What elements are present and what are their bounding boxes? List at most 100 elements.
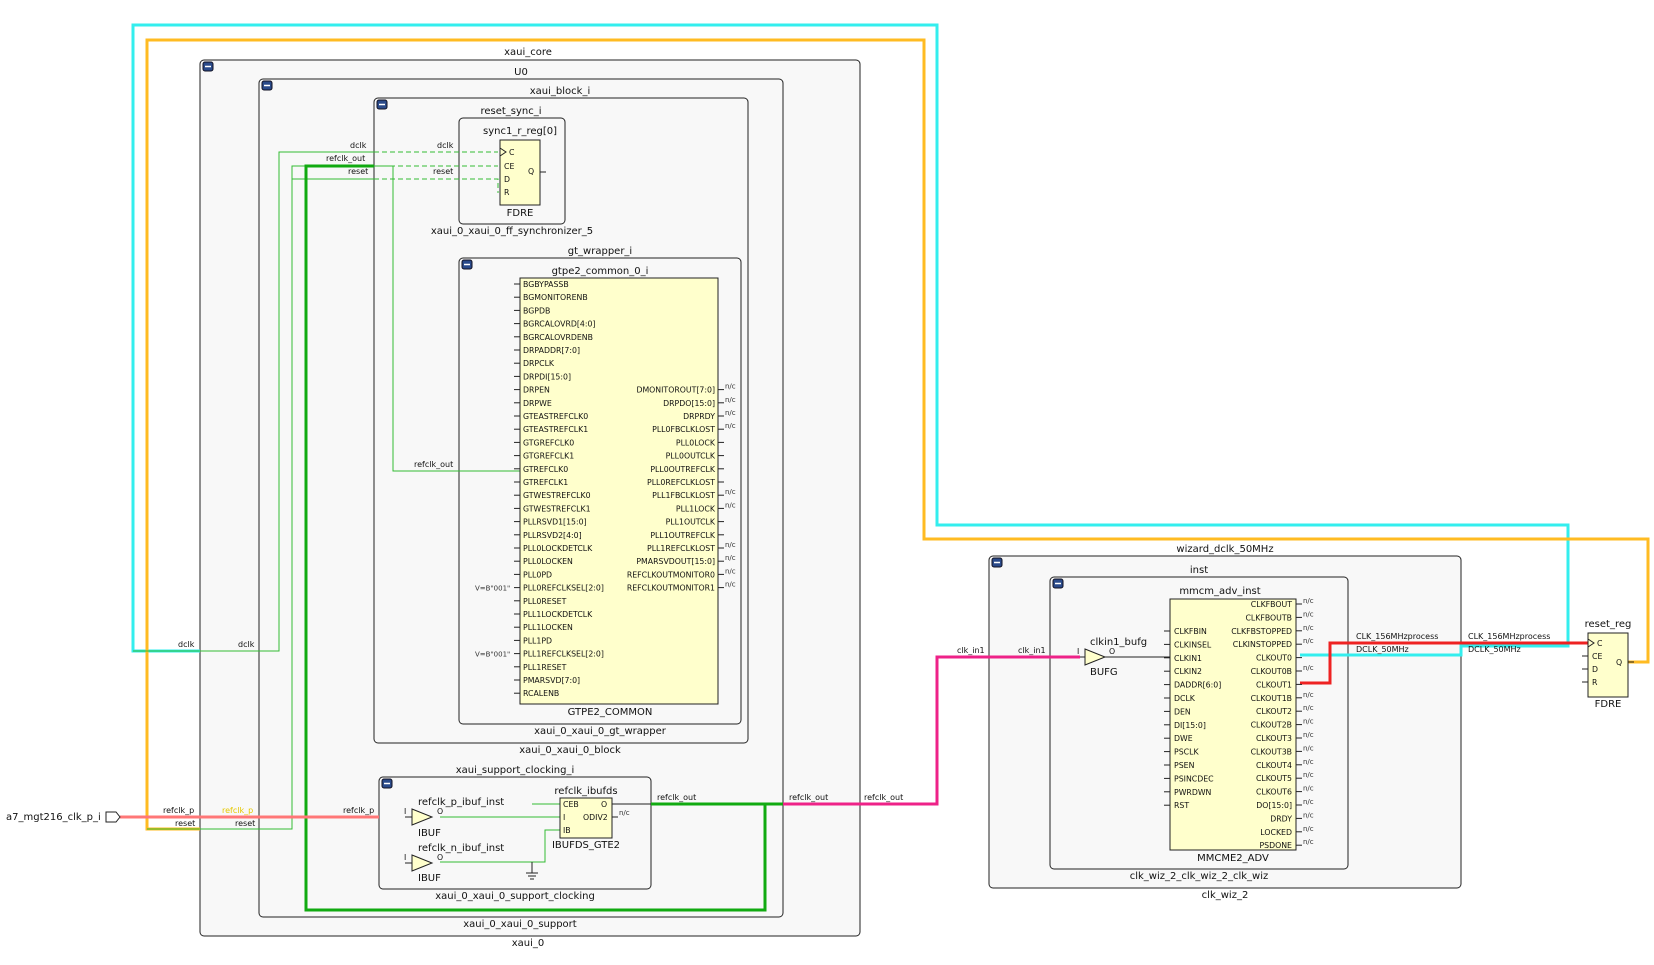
cell-mmcme2-adv[interactable]: mmcm_adv_inst MMCME2_ADV CLKFBINCLKINSEL… (1164, 586, 1314, 864)
net-label-dclk-3: dclk (178, 640, 195, 649)
port-a7-mgt216-clk[interactable]: a7_mgt216_clk_p_i (6, 811, 121, 823)
gtpe2-out-pll1outclk: PLL1OUTCLK (666, 518, 716, 527)
sync-reg-type: FDRE (507, 208, 534, 219)
mmcm-nc: n/c (1303, 771, 1314, 779)
mmcm-in-daddr60: DADDR[6:0] (1174, 681, 1221, 690)
mmcm-nc: n/c (1303, 624, 1314, 632)
net-label-clk156-2: CLK_156MHzprocess (1468, 632, 1550, 641)
gtpe2-out-drprdy: DRPRDY (683, 412, 715, 421)
net-label-dclk50-1: DCLK_50MHz (1356, 645, 1409, 654)
refclk-p-ibuf-type: IBUF (418, 828, 441, 839)
net-clk-in1[interactable] (783, 655, 1080, 806)
net-cyan-dclk[interactable] (131, 23, 1570, 657)
gtpe2-in-pll0locken: PLL0LOCKEN (523, 557, 573, 566)
net-dclk[interactable] (133, 151, 374, 652)
mmcm-out-clkout0b: CLKOUT0B (1251, 667, 1292, 676)
mmcm-nc: n/c (1303, 691, 1314, 699)
collapse-gt-wrapper-icon[interactable] (461, 259, 473, 270)
mmcm-in-dwe: DWE (1174, 734, 1193, 743)
gtpe2-in-gtrefclk0: GTREFCLK0 (523, 465, 568, 474)
mmcm-nc: n/c (1303, 758, 1314, 766)
net-reset[interactable] (147, 178, 374, 830)
gtpe2-in-gtwestrefclk0: GTWESTREFCLK0 (523, 491, 591, 500)
cell-refclk-p-ibuf[interactable]: refclk_p_ibuf_inst IBUF I O (404, 797, 504, 839)
ibufds-type: IBUFDS_GTE2 (552, 840, 620, 851)
mmcm-out-clkout2: CLKOUT2 (1256, 707, 1292, 716)
gtpe2-in-drpwe: DRPWE (523, 399, 552, 408)
gtpe2-type: GTPE2_COMMON (568, 707, 653, 718)
mmcm-in-dclk: DCLK (1174, 694, 1196, 703)
gtpe2-nc: n/c (725, 383, 736, 391)
mmcm-out-clkout6: CLKOUT6 (1256, 788, 1292, 797)
label-xaui-0: xaui_0 (512, 938, 545, 949)
mmcm-in-rst: RST (1174, 801, 1189, 810)
mmcm-nc: n/c (1303, 811, 1314, 819)
gtpe2-nc: n/c (725, 567, 736, 575)
bufg-type: BUFG (1090, 667, 1118, 678)
gtpe2-in-pll1locken: PLL1LOCKEN (523, 623, 573, 632)
mmcm-nc: n/c (1303, 664, 1314, 672)
gtpe2-in-gtgrefclk1: GTGREFCLK1 (523, 452, 574, 461)
gtpe2-nc: n/c (725, 541, 736, 549)
gtpe2-in-pll0pd: PLL0PD (523, 570, 552, 579)
net-ibufn-out[interactable] (440, 829, 560, 863)
gtpe2-in-bgmonitorenb: BGMONITORENB (523, 293, 588, 302)
gtpe2-in-drpclk: DRPCLK (523, 359, 555, 368)
net-label-refclk-p-2: refclk_p (222, 806, 253, 815)
mmcm-nc: n/c (1303, 704, 1314, 712)
gtpe2-out-drpdo150: DRPDO[15:0] (663, 399, 715, 408)
ibufds-pin-o: O (601, 800, 607, 809)
collapse-u0-icon[interactable] (202, 61, 214, 72)
sync-pin-c: C (509, 148, 515, 157)
gtpe2-out-pll1outrefclk: PLL1OUTREFCLK (650, 531, 716, 540)
mmcm-inst-name: mmcm_adv_inst (1179, 586, 1260, 597)
mmcm-nc: n/c (1303, 798, 1314, 806)
label-support: xaui_0_xaui_0_support (463, 919, 577, 930)
cell-sync-reg[interactable]: sync1_r_reg[0] FDRE C CE D R Q (483, 126, 557, 219)
collapse-reset-sync-icon[interactable] (376, 99, 388, 110)
net-label-refclk-p-1: refclk_p (163, 806, 194, 815)
gtpe2-in-pll1reset: PLL1RESET (523, 663, 567, 672)
gtpe2-out-pll0lock: PLL0LOCK (676, 438, 716, 447)
ibufds-nc: n/c (619, 809, 630, 817)
gtpe2-const-label: V=B"001" (475, 651, 510, 659)
mmcm-in-clkinsel: CLKINSEL (1174, 640, 1212, 649)
gtpe2-in-rcalenb: RCALENB (523, 689, 559, 698)
net-refclk-out-loop[interactable] (304, 164, 767, 912)
sync-pin-ce: CE (504, 162, 514, 171)
mmcm-out-drdy: DRDY (1270, 814, 1292, 823)
gtpe2-in-pll1pd: PLL1PD (523, 636, 552, 645)
label-xaui-block-i: xaui_block_i (530, 86, 590, 97)
mmcm-in-clkin1: CLKIN1 (1174, 654, 1202, 663)
refclk-n-ibuf-type: IBUF (418, 873, 441, 884)
gtpe2-in-pllrsvd1150: PLLRSVD1[15:0] (523, 518, 587, 527)
cell-clkin1-bufg[interactable]: clkin1_bufg BUFG I O (1077, 637, 1170, 678)
gtpe2-nc: n/c (725, 581, 736, 589)
cell-refclk-ibufds[interactable]: refclk_ibufds IBUFDS_GTE2 CEB I IB O ODI… (552, 786, 651, 851)
refclk-p-ibuf-name: refclk_p_ibuf_inst (418, 797, 504, 808)
gtpe2-in-pllrsvd240: PLLRSVD2[4:0] (523, 531, 582, 540)
ibuf-n-pin-i: I (404, 853, 406, 862)
gtpe2-nc: n/c (725, 488, 736, 496)
collapse-support-clocking-icon[interactable] (381, 778, 393, 789)
net-label-dclk-4: dclk (238, 640, 255, 649)
net-orange-reset[interactable] (145, 38, 1650, 831)
gtpe2-out-pll1fbclklost: PLL1FBCLKLOST (652, 491, 715, 500)
label-ff-sync: xaui_0_xaui_0_ff_synchronizer_5 (431, 226, 593, 237)
mmcm-out-do150: DO[15:0] (1256, 801, 1292, 810)
sync-reg-name: sync1_r_reg[0] (483, 126, 557, 137)
cell-refclk-n-ibuf[interactable]: refclk_n_ibuf_inst IBUF I O (404, 843, 504, 884)
collapse-xaui-block-icon[interactable] (261, 80, 273, 91)
cell-gtpe2-common[interactable]: gtpe2_common_0_i GTPE2_COMMON BGBYPASSBB… (475, 266, 736, 718)
cell-reset-reg[interactable]: reset_reg FDRE C CE D R Q (1582, 619, 1634, 710)
mmcm-type: MMCME2_ADV (1197, 853, 1269, 864)
net-label-reset-4: reset (235, 819, 255, 828)
collapse-inst-icon[interactable] (1052, 578, 1064, 589)
refclk-n-ibuf-name: refclk_n_ibuf_inst (418, 843, 504, 854)
gtpe2-in-gtrefclk1: GTREFCLK1 (523, 478, 568, 487)
gtpe2-in-pll0lockdetclk: PLL0LOCKDETCLK (523, 544, 593, 553)
net-clk-156[interactable] (1300, 641, 1588, 685)
collapse-clk-wiz-icon[interactable] (991, 557, 1003, 568)
gtpe2-in-gtgrefclk0: GTGREFCLK0 (523, 438, 574, 447)
